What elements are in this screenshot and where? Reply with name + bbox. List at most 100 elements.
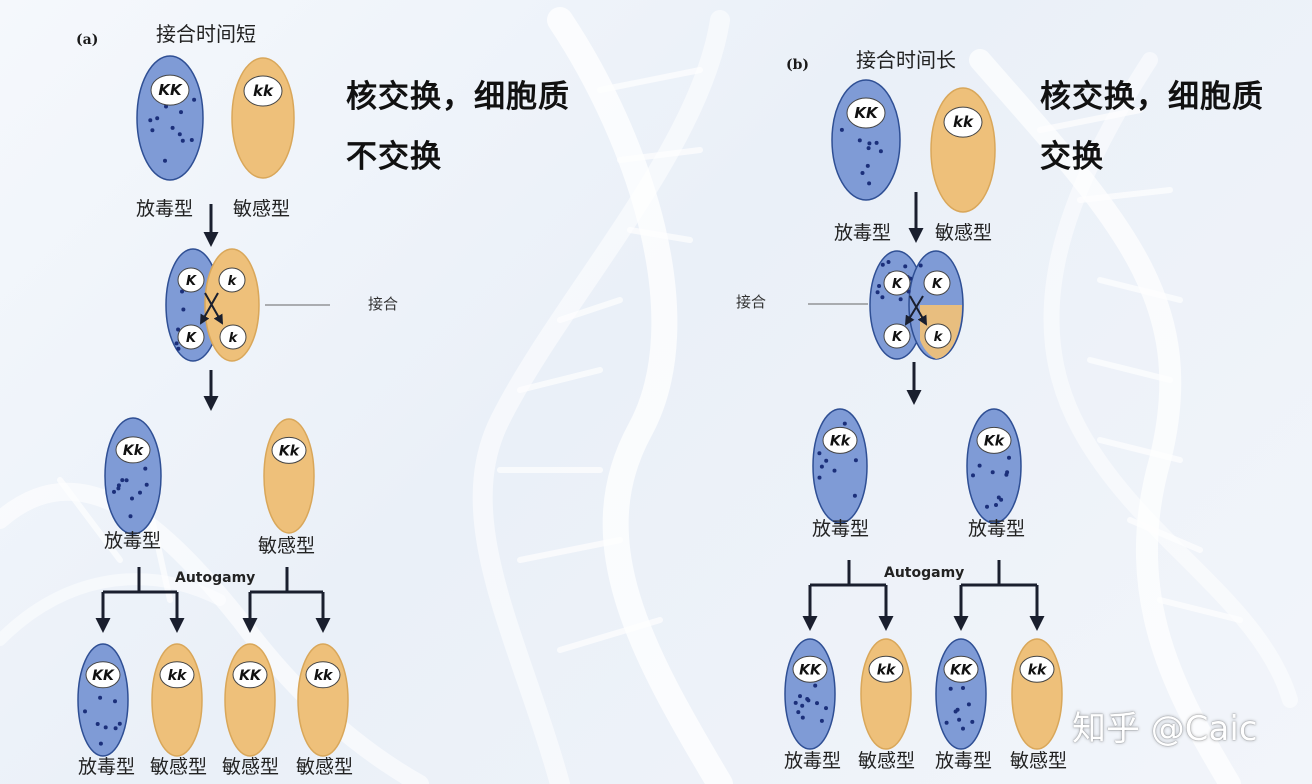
kappa-particle: [898, 297, 903, 302]
micronucleus: [177, 267, 205, 293]
allele-label: K: [932, 277, 943, 292]
kappa-particle: [180, 289, 185, 294]
kappa-particle: [192, 97, 197, 102]
kappa-particle: [150, 128, 155, 133]
panel-a-offspring-type-1: 放毒型: [78, 756, 136, 778]
kappa-particle: [903, 264, 908, 269]
kappa-particle: [877, 284, 882, 289]
panel-b-autogamy-branch-right: [953, 560, 1045, 631]
allele-label: K: [892, 277, 903, 292]
macronucleus: [822, 426, 858, 454]
macronucleus: [150, 74, 190, 106]
kappa-particle: [824, 706, 828, 711]
kappa-particle: [164, 104, 168, 109]
kappa-particle: [875, 290, 880, 295]
cell-body: [297, 643, 349, 757]
kappa-particle: [116, 483, 121, 488]
kappa-particle: [155, 116, 160, 121]
panel-b-parent-sensitive-cell: kk: [930, 87, 996, 213]
micronucleus: [883, 270, 911, 296]
genotype-label: Kk: [830, 433, 852, 449]
cell-body: [224, 643, 276, 757]
kappa-particle: [798, 694, 802, 699]
micronucleus: [218, 267, 246, 293]
panel-b-exconjugant-right: Kk: [966, 408, 1022, 524]
kappa-particle: [865, 163, 870, 168]
macronucleus: [232, 661, 268, 689]
kappa-particle: [880, 295, 885, 300]
genotype-label: kk: [168, 668, 188, 684]
kappa-particle: [181, 307, 186, 312]
kappa-particle: [1005, 470, 1010, 475]
panel-b-micronucleus-2: K: [923, 270, 951, 296]
kappa-particle: [961, 686, 965, 690]
kappa-particle: [955, 707, 960, 712]
kappa-particle: [842, 421, 847, 426]
genotype-label: kk: [877, 662, 897, 678]
kappa-particle: [886, 260, 891, 265]
genotype-label: Kk: [123, 443, 145, 459]
panel-b-exchange-arrow-2: [904, 295, 924, 326]
kappa-particle: [839, 127, 844, 132]
micronucleus: [177, 324, 205, 350]
kappa-particle: [163, 158, 167, 163]
kappa-particle: [977, 463, 982, 468]
panel-b-parent-type-killer: 放毒型: [834, 222, 892, 244]
macronucleus: [305, 661, 341, 689]
cell-body: [104, 417, 162, 535]
panel-a-offspring-cell-3: KK: [224, 643, 276, 757]
macronucleus: [846, 97, 886, 129]
panel-a-offspring-cell-2: kk: [151, 643, 203, 757]
kappa-particle: [860, 171, 865, 175]
kappa-particle: [878, 149, 883, 154]
kappa-particle: [143, 466, 148, 471]
kappa-particle: [112, 489, 116, 494]
kappa-particle: [819, 464, 824, 469]
cell-body: [151, 643, 203, 757]
kappa-particle: [98, 741, 103, 746]
genotype-label: kk: [1028, 662, 1048, 678]
panel-a-exchange-arrow-2: [200, 292, 219, 325]
genotype-label: KK: [92, 668, 115, 684]
kappa-particle: [793, 700, 798, 705]
micronucleus: [924, 323, 952, 349]
panel-b-exconjugant-type-left: 放毒型: [812, 518, 870, 540]
panel-a-conjugation-label: 接合: [368, 295, 399, 313]
kappa-particle: [867, 181, 872, 186]
kappa-particle: [805, 697, 810, 701]
genotype-label: KK: [854, 104, 879, 122]
kappa-particle: [144, 482, 149, 487]
kappa-particle: [874, 140, 879, 145]
cell-body: [966, 408, 1022, 524]
macronucleus: [159, 661, 195, 689]
panel-b-offspring-type-3: 放毒型: [935, 750, 993, 772]
kappa-particle: [148, 118, 153, 123]
panel-b-time-label: 接合时间长: [856, 48, 956, 72]
panel-b-autogamy-branch-left: [802, 560, 894, 631]
panel-a-exconjugant-type-right: 敏感型: [258, 535, 316, 557]
panel-b-exchange-arrow-1: [909, 295, 927, 326]
kappa-particle: [176, 346, 181, 351]
kappa-particle: [944, 720, 949, 725]
panel-b-offspring-cell-1: KK: [784, 638, 836, 750]
kappa-particle: [83, 709, 87, 714]
allele-label: K: [186, 274, 197, 289]
macronucleus: [85, 661, 121, 689]
kappa-particle: [880, 262, 885, 267]
kappa-particle: [918, 263, 923, 268]
allele-label: K: [892, 330, 903, 345]
panel-a-autogamy-branch-left: [95, 567, 185, 633]
kappa-particle: [971, 473, 975, 478]
kappa-particle: [815, 701, 819, 706]
genotype-label: KK: [158, 81, 183, 99]
cell-body: [860, 638, 912, 750]
cell-body: [263, 418, 315, 534]
panel-a-micronucleus-3: K: [177, 324, 205, 350]
kappa-particle: [961, 726, 965, 731]
macronucleus: [943, 655, 979, 683]
allele-label: K: [186, 331, 197, 346]
kappa-particle: [990, 470, 995, 475]
kappa-particle: [113, 726, 118, 731]
